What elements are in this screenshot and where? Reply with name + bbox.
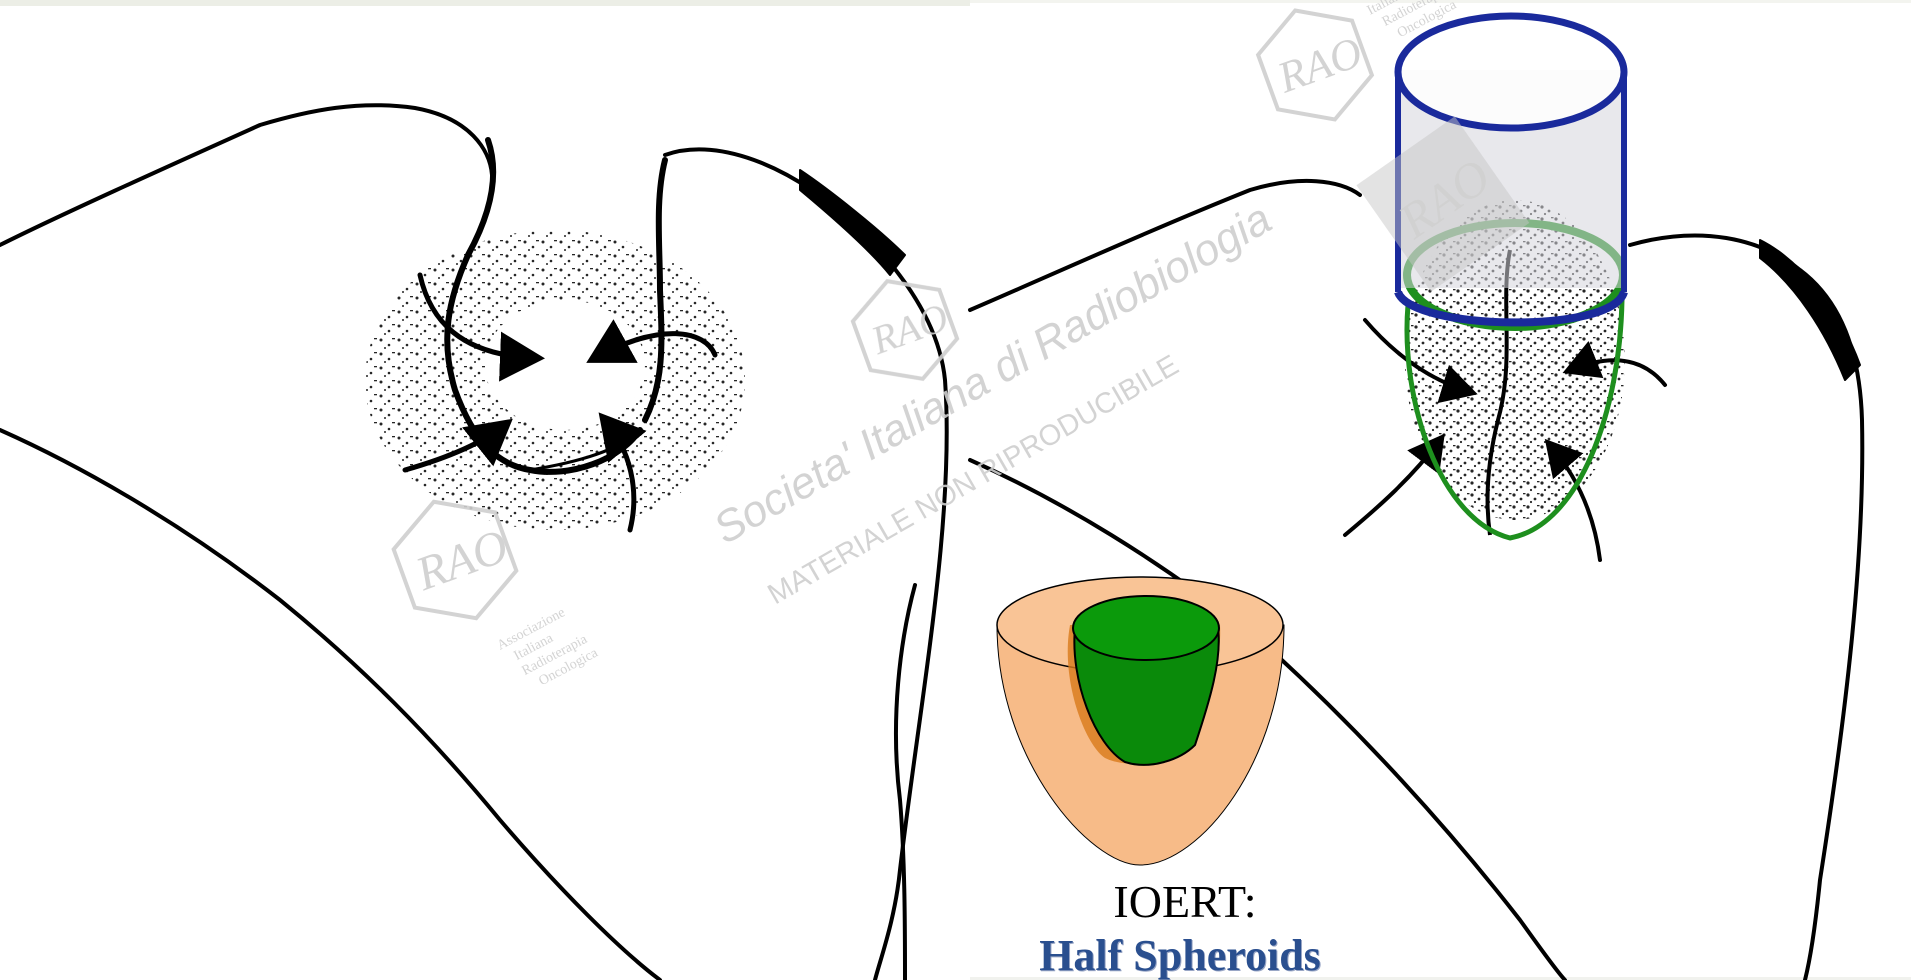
caption-label: IOERT:	[1085, 876, 1285, 928]
left-cavity-clear	[485, 300, 645, 430]
watermark-association-left: Associazione Italiana Radioterapia Oncol…	[495, 600, 601, 698]
svg-text:RAO: RAO	[1270, 27, 1368, 103]
half-spheroid-illustration	[997, 577, 1284, 865]
watermark-society-text: Societa' Italiana di Radiobiologia	[706, 194, 1280, 554]
watermark-logo-top: RAO	[1248, 0, 1382, 137]
caption-title: Half Spheroids	[995, 932, 1365, 980]
right-breast-sketch	[896, 181, 1862, 980]
